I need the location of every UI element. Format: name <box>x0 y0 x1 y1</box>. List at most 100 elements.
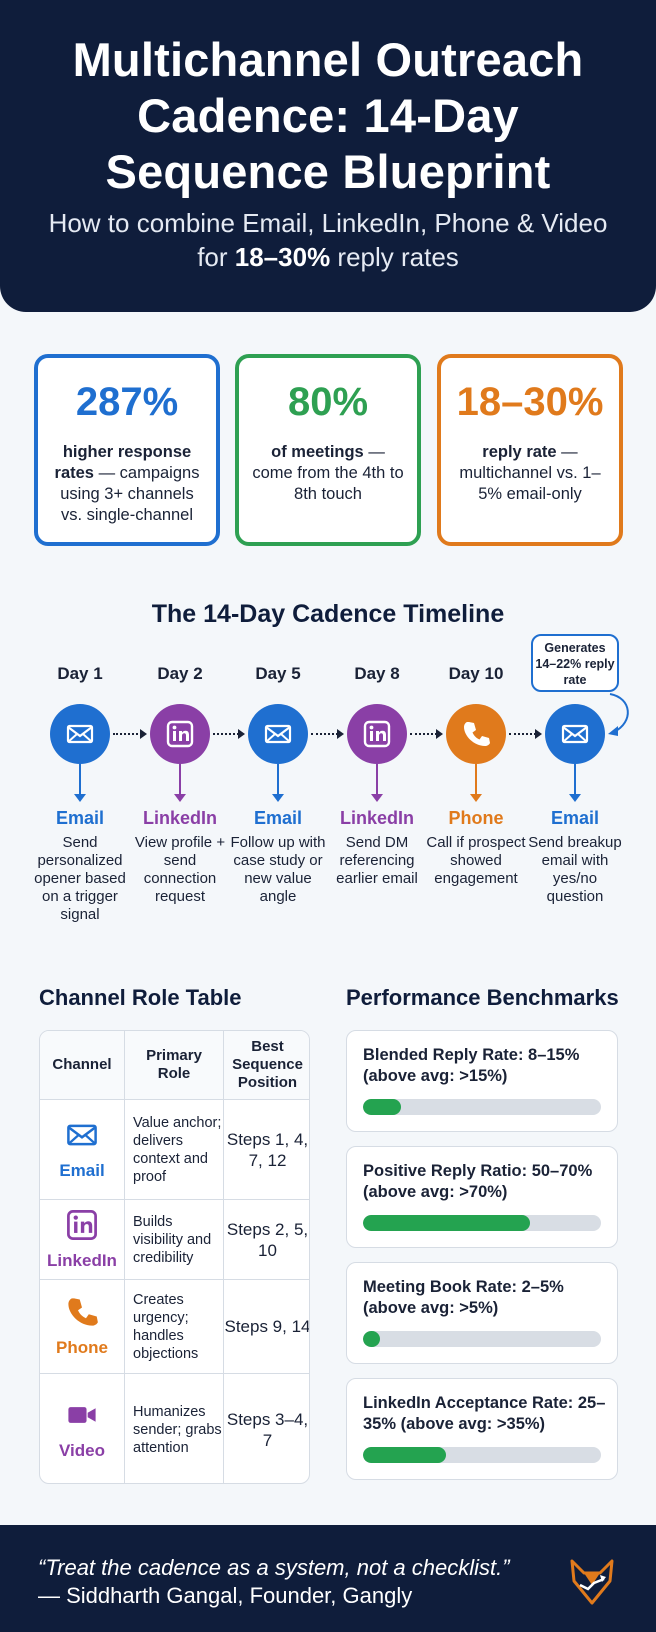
table-header-cell: Primary Role <box>125 1031 224 1099</box>
channel-name: LinkedIn <box>47 1251 117 1270</box>
table-cell-role: Creates urgency; handles objections <box>125 1280 224 1373</box>
benchmark-progress-fill <box>363 1447 447 1463</box>
stat-text: — campaigns using 3+ channels vs. single… <box>60 464 200 524</box>
timeline-connector <box>410 729 443 739</box>
timeline-stem <box>174 764 186 802</box>
reply-rate-callout: Generates 14–22% reply rate <box>531 634 619 692</box>
timeline-channel: Email <box>55 808 105 828</box>
stat-text: — come from the 4th to 8th touch <box>252 443 404 503</box>
table-cell-role: Builds visibility and credibility <box>125 1200 224 1279</box>
stat-description: higher response rates — campaigns using … <box>50 442 204 526</box>
timeline-node <box>347 704 407 764</box>
benchmark-card: Meeting Book Rate: 2–5% (above avg: >5%) <box>346 1262 618 1364</box>
stat-card-meetings: 80% of meetings — come from the 4th to 8… <box>235 354 421 546</box>
timeline-channel: Email <box>253 808 303 828</box>
benchmarks-title: Performance Benchmarks <box>346 985 619 1010</box>
timeline-stem <box>569 764 581 802</box>
timeline-node <box>446 704 506 764</box>
stat-card-response-rates: 287% higher response rates — campaigns u… <box>34 354 220 546</box>
channel-name: Email <box>59 1161 105 1180</box>
timeline-connector <box>509 729 542 739</box>
channel-table-title: Channel Role Table <box>39 985 242 1010</box>
table-cell-role: Value anchor; delivers context and proof <box>125 1100 224 1199</box>
footer-banner: “Treat the cadence as a system, not a ch… <box>0 1525 656 1632</box>
channel-name: Phone <box>56 1338 108 1357</box>
stat-bold: reply rate <box>482 443 557 461</box>
timeline-day-label: Day 5 <box>255 664 301 683</box>
subtitle-highlight: 18–30% <box>234 242 331 272</box>
subtitle-text: How to combine Email, LinkedIn, Phone & … <box>48 208 608 272</box>
timeline-description: Send DM referencing earlier email <box>336 834 418 887</box>
channel-name: Video <box>59 1441 105 1460</box>
subtitle-text-end: reply rates <box>330 242 459 272</box>
timeline-description: Send breakup email with yes/no question <box>528 834 622 905</box>
footer-quote: “Treat the cadence as a system, not a ch… <box>38 1555 510 1580</box>
timeline-day-label: Day 2 <box>157 664 203 683</box>
stat-description: reply rate — multichannel vs. 1–5% email… <box>453 442 607 505</box>
table-cell-channel: Email <box>40 1100 125 1199</box>
timeline-stem <box>470 764 482 802</box>
header-banner: Multichannel Outreach Cadence: 14-Day Se… <box>0 0 656 312</box>
timeline-day-label: Day 1 <box>57 664 103 683</box>
linkedin-icon <box>362 719 392 749</box>
benchmark-progress-track <box>363 1331 601 1347</box>
callout-arrow-icon <box>608 693 629 736</box>
timeline-day-label: Day 8 <box>354 664 400 683</box>
linkedin-icon <box>165 719 195 749</box>
timeline-channel: LinkedIn <box>142 808 217 828</box>
table-cell-role: Humanizes sender; grabs attention <box>125 1374 224 1483</box>
table-cell-channel: Phone <box>40 1280 125 1373</box>
benchmark-label: Meeting Book Rate: 2–5% (above avg: >5%) <box>363 1278 564 1317</box>
benchmark-label: Blended Reply Rate: 8–15% (above avg: >1… <box>363 1046 580 1085</box>
table-cell-position: Steps 1, 4, 7, 12 <box>226 1129 309 1170</box>
benchmark-progress-fill <box>363 1331 380 1347</box>
phone-icon <box>461 719 491 749</box>
stat-value: 18–30% <box>456 380 604 424</box>
benchmark-card: Positive Reply Ratio: 50–70% (above avg:… <box>346 1146 618 1248</box>
table-header-cell: Best Sequence Position <box>232 1038 303 1091</box>
timeline-title: The 14-Day Cadence Timeline <box>151 600 505 628</box>
video-icon <box>65 1398 99 1437</box>
timeline-stem <box>74 764 86 802</box>
timeline-node <box>150 704 210 764</box>
table-cell-position: Steps 3–4, 7 <box>226 1409 309 1450</box>
table-row: Email Value anchor; delivers context and … <box>40 1099 309 1199</box>
stat-value: 287% <box>75 380 179 424</box>
stat-description: of meetings — come from the 4th to 8th t… <box>251 442 405 505</box>
email-icon <box>65 719 95 749</box>
timeline-channel: Email <box>550 808 600 828</box>
email-icon <box>560 719 590 749</box>
benchmark-label: Positive Reply Ratio: 50–70% (above avg:… <box>363 1162 593 1201</box>
timeline-node <box>545 704 605 764</box>
stat-card-reply-rate: 18–30% reply rate — multichannel vs. 1–5… <box>437 354 623 546</box>
timeline-channel: Phone <box>448 808 504 828</box>
timeline-connector <box>213 729 245 739</box>
benchmark-card: LinkedIn Acceptance Rate: 25–35% (above … <box>346 1378 618 1480</box>
timeline-stem <box>371 764 383 802</box>
benchmark-card: Blended Reply Rate: 8–15% (above avg: >1… <box>346 1030 618 1132</box>
stat-bold: of meetings <box>271 443 364 461</box>
email-icon <box>65 1118 99 1157</box>
timeline-stem <box>272 764 284 802</box>
benchmark-progress-track <box>363 1215 601 1231</box>
fox-logo-icon <box>570 1559 614 1605</box>
stat-bold: higher response rates <box>54 443 192 482</box>
timeline-connector <box>311 729 344 739</box>
benchmark-label: LinkedIn Acceptance Rate: 25–35% (above … <box>363 1394 606 1433</box>
table-cell-channel: LinkedIn <box>40 1200 125 1279</box>
benchmark-progress-fill <box>363 1215 530 1231</box>
benchmark-progress-track <box>363 1099 601 1115</box>
table-header-row: Channel Primary Role Best Sequence Posit… <box>40 1031 309 1099</box>
email-icon <box>263 719 293 749</box>
timeline-description: Follow up with case study or new value a… <box>230 834 326 905</box>
table-cell-position: Steps 9, 14 <box>224 1317 310 1336</box>
footer-attribution: — Siddharth Gangal, Founder, Gangly <box>38 1583 413 1608</box>
phone-icon <box>65 1295 99 1334</box>
table-cell-position: Steps 2, 5, 10 <box>226 1219 309 1260</box>
benchmark-progress-track <box>363 1447 601 1463</box>
page-title: Multichannel Outreach Cadence: 14-Day Se… <box>72 33 584 198</box>
channel-role-table: Channel Primary Role Best Sequence Posit… <box>39 1030 310 1484</box>
page-subtitle: How to combine Email, LinkedIn, Phone & … <box>30 206 626 274</box>
timeline-description: View profile + send connection request <box>134 834 226 905</box>
